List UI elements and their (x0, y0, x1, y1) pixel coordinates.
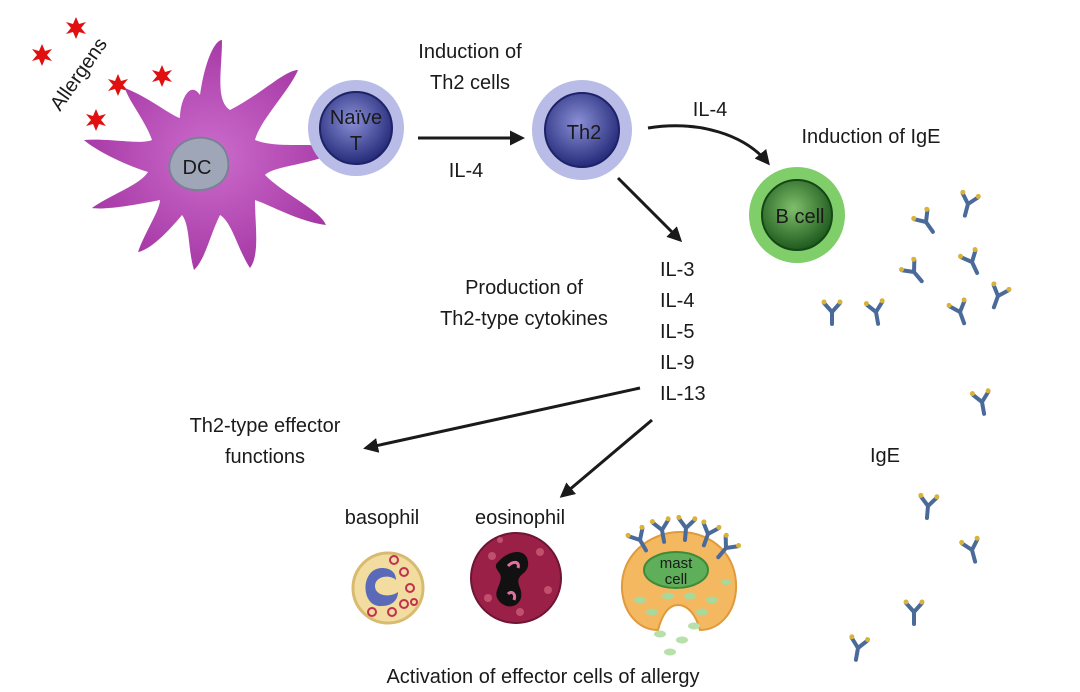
th2-label: Th2 (567, 122, 601, 144)
basophil-cell (351, 551, 425, 625)
induction-ige-label: Induction of IgE (802, 126, 941, 148)
to-effector-cells-arrow (559, 418, 653, 498)
b-cell-label: B cell (776, 206, 825, 228)
mast-cell (620, 530, 738, 656)
ige-label: IgE (870, 445, 900, 467)
induction-th2-line1: Induction of (418, 41, 522, 63)
cytokine-list: IL-3 IL-4 IL-5 IL-9 IL-13 (660, 259, 706, 405)
antibody-icon (819, 187, 1015, 664)
th2-to-cytokines-arrow (616, 176, 683, 243)
dendritic-cell (84, 40, 338, 270)
th2-cell (532, 80, 632, 180)
cytokine-item: IL-13 (660, 383, 706, 405)
eosinophil-cell (470, 532, 562, 624)
production-line2: Th2-type cytokines (440, 308, 608, 330)
production-line1: Production of (465, 277, 583, 299)
dc-label: DC (183, 157, 212, 179)
to-effector-functions-arrow (363, 386, 641, 453)
induction-th2-line2: Th2 cells (430, 72, 510, 94)
basophil-label: basophil (345, 507, 420, 529)
effector-line1: Th2-type effector (190, 415, 341, 437)
cytokine-item: IL-9 (660, 352, 694, 374)
b-cell (749, 167, 845, 263)
cytokine-item: IL-4 (660, 290, 694, 312)
naive-t-label-line1: Naïve (330, 107, 382, 129)
activation-label: Activation of effector cells of allergy (386, 666, 699, 688)
allergens-label: Allergens (46, 34, 112, 115)
eosinophil-label: eosinophil (475, 507, 565, 529)
cytokine-item: IL-5 (660, 321, 694, 343)
il4-upper-label: IL-4 (693, 99, 727, 121)
il4-lower-label: IL-4 (449, 160, 483, 182)
naive-t-cell (308, 80, 404, 176)
mast-cell-label-line2: cell (665, 571, 688, 588)
cytokine-item: IL-3 (660, 259, 694, 281)
th2-to-bcell-arrow (647, 124, 770, 166)
mast-cell-label-line1: mast (660, 555, 693, 572)
effector-line2: functions (225, 446, 305, 468)
naive-t-label-line2: T (350, 133, 362, 155)
